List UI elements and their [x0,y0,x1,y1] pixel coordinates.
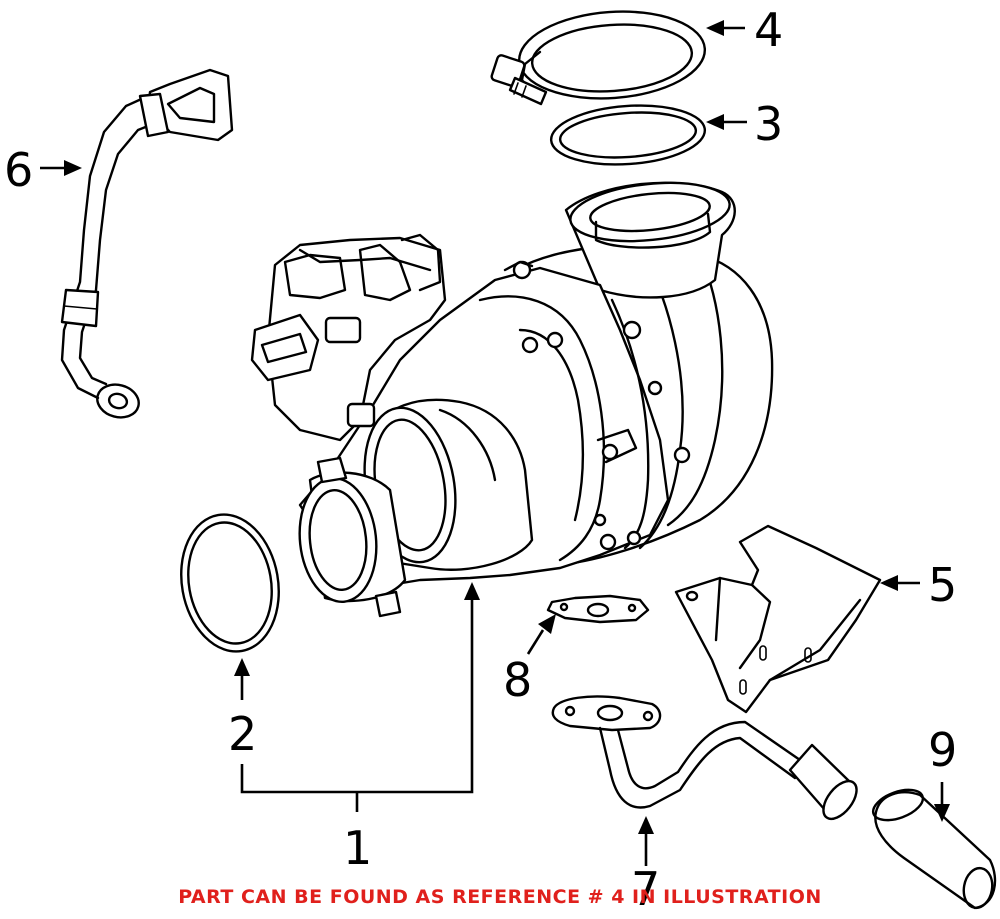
turbocharger [250,181,774,618]
part-3-gasket [549,104,707,166]
part-7-oil-return-pipe [551,695,858,821]
callout-5: 5 [928,558,957,612]
part-5-heat-shield [674,524,882,714]
part-9-hose [871,788,997,910]
part-4-clamp [490,10,707,106]
leader-lines [40,20,950,866]
callout-6: 6 [4,143,33,197]
callout-1: 1 [343,821,372,875]
reference-caption: PART CAN BE FOUND AS REFERENCE # 4 IN IL… [178,886,822,908]
callout-7: 7 [631,862,660,916]
callout-4: 4 [754,3,783,57]
part-2-o-ring [180,513,280,653]
callout-2: 2 [228,707,257,761]
part-6-oil-feed-line [60,68,234,419]
callout-9: 9 [928,723,957,777]
callout-3: 3 [754,97,783,151]
callout-8: 8 [503,653,532,707]
part-8-gasket [546,594,650,624]
